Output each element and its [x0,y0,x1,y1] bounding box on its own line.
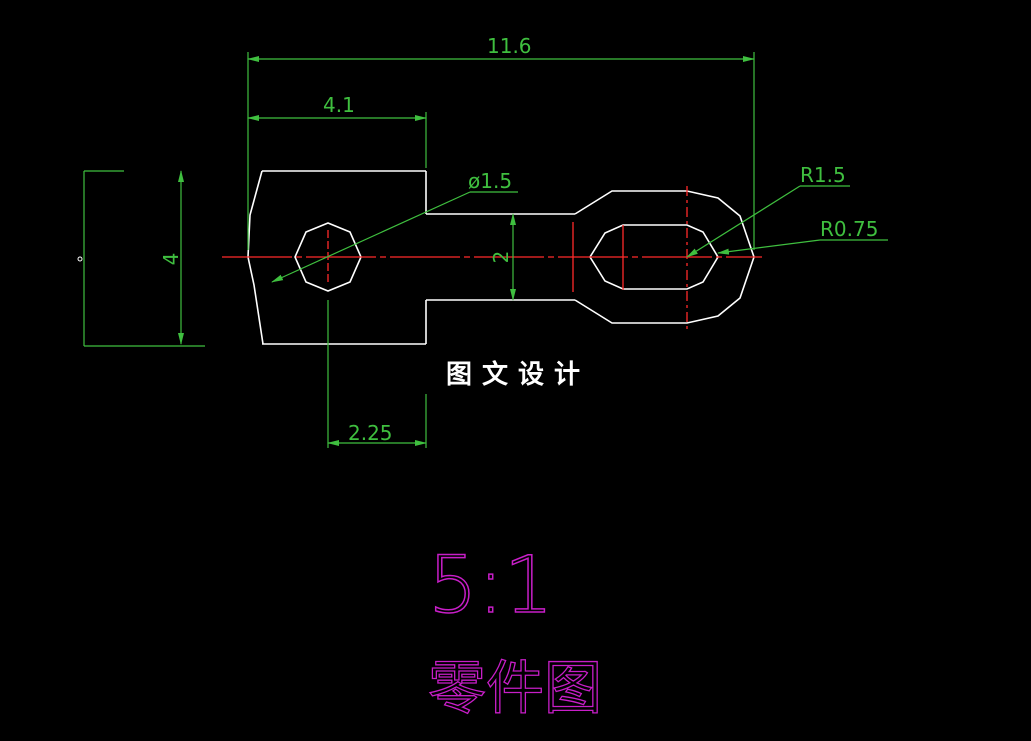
label-outer-radius: R1.5 [800,163,846,187]
label-hole-diameter: ø1.5 [468,169,512,193]
drawing-title: 零件图 [428,654,602,722]
eye-inner-slot [589,224,719,290]
centerlines [222,186,762,330]
drawing-scale: 5:1 [428,541,554,631]
leader-inner-radius [717,239,821,255]
leader-hole-diameter [271,191,471,283]
leader-outer-radius [686,185,801,258]
label-neck-height: 2 [489,251,513,264]
insertion-point-marker [77,256,83,262]
label-overall-length: 11.6 [487,34,532,58]
dimensions [83,52,888,448]
label-head-length: 4.1 [323,93,355,117]
label-hole-offset: 2.25 [348,421,393,445]
head-hole [294,222,362,292]
dimension-labels: 11.6 4.1 ø1.5 R1.5 R0.75 4 2 2.25 [159,34,878,445]
watermark-caption: 图文设计 [446,359,590,390]
label-head-height: 4 [159,253,183,266]
label-inner-radius: R0.75 [820,217,878,241]
